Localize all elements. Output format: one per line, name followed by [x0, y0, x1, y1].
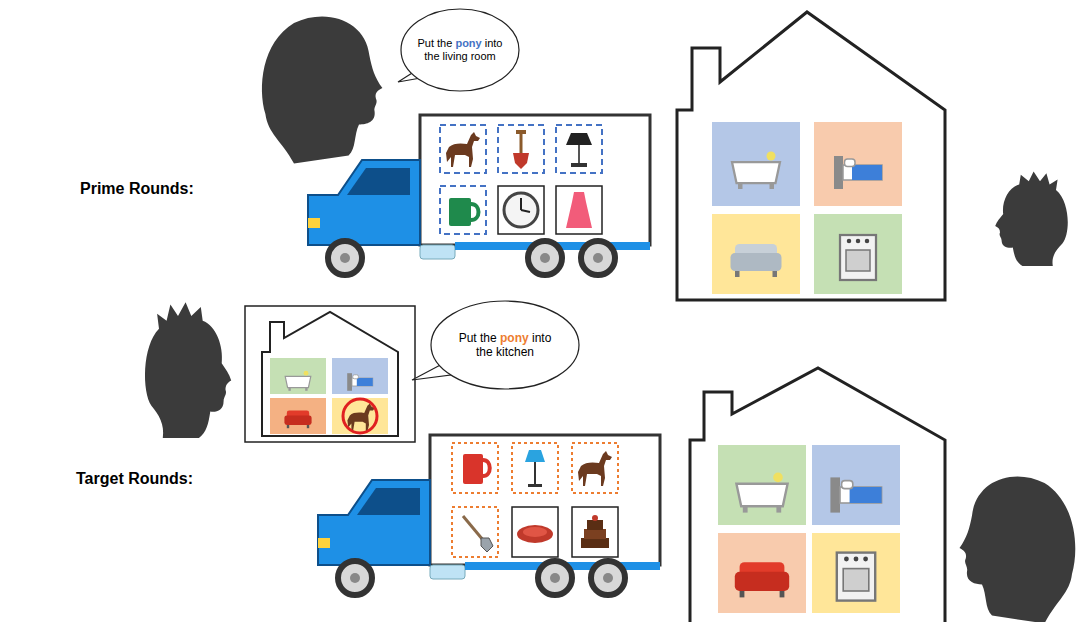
- speech-bubble: Put the pony into the kitchen: [430, 300, 580, 390]
- truck: [318, 435, 660, 595]
- truck-items: [452, 443, 618, 557]
- truck: [308, 115, 650, 275]
- bubble-ellipse: [401, 9, 519, 91]
- house: [690, 368, 945, 622]
- inset-house: [245, 306, 415, 442]
- bubble-text-part: Put the: [459, 331, 497, 345]
- house: [677, 12, 945, 300]
- highlighted-word: pony: [500, 331, 529, 345]
- speech-bubble: Put the pony into the living room: [400, 8, 520, 92]
- round-label: Prime Rounds:: [80, 180, 194, 198]
- speaker-silhouette: [262, 16, 382, 163]
- bubble-ellipse: [431, 301, 579, 389]
- speaker-silhouette: [145, 302, 231, 438]
- bubble-text: Put the pony into the living room: [416, 37, 505, 63]
- bubble-text-part: Put the: [417, 37, 452, 49]
- truck-items: [440, 125, 602, 234]
- round-label: Target Rounds:: [76, 470, 193, 488]
- listener-silhouette: [995, 172, 1068, 266]
- highlighted-word: pony: [455, 37, 481, 49]
- bubble-text: Put the pony into the kitchen: [450, 331, 561, 360]
- listener-silhouette: [960, 476, 1076, 622]
